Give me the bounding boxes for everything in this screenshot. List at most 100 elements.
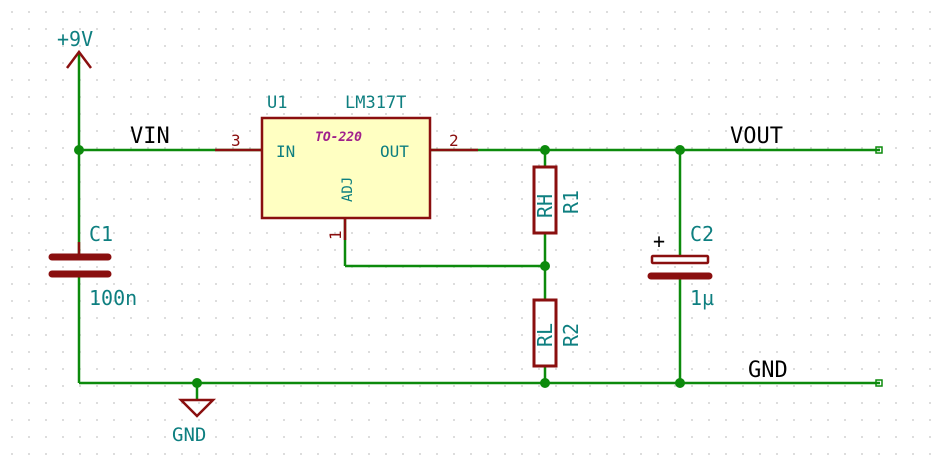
grid-dot [436, 79, 438, 81]
grid-dot [79, 28, 81, 30]
r2-ref: R2 [559, 323, 583, 347]
grid-dot [572, 351, 574, 353]
grid-dot [606, 436, 608, 438]
grid-dot [912, 300, 914, 302]
grid-dot [11, 249, 13, 251]
grid-dot [606, 96, 608, 98]
grid-dot [759, 334, 761, 336]
grid-dot [929, 419, 931, 421]
regulator-body[interactable] [260, 116, 432, 220]
grid-dot [368, 283, 370, 285]
grid-dot [419, 232, 421, 234]
grid-dot [521, 334, 523, 336]
grid-dot [419, 368, 421, 370]
grid-dot [96, 232, 98, 234]
grid-dot [147, 215, 149, 217]
grid-dot [589, 266, 591, 268]
r1-ref: R1 [559, 190, 583, 214]
grid-dot [521, 232, 523, 234]
terminal-vout[interactable] [875, 146, 883, 154]
grid-dot [572, 96, 574, 98]
grid-dot [572, 368, 574, 370]
grid-dot [623, 300, 625, 302]
r2-body[interactable] [532, 298, 558, 368]
grid-dot [504, 11, 506, 13]
grid-dot [113, 79, 115, 81]
grid-dot [793, 79, 795, 81]
grid-dot [725, 436, 727, 438]
grid-dot [844, 215, 846, 217]
r1-body[interactable] [532, 165, 558, 235]
grid-dot [708, 436, 710, 438]
grid-dot [351, 79, 353, 81]
grid-dot [96, 351, 98, 353]
grid-dot [606, 164, 608, 166]
grid-dot [555, 28, 557, 30]
grid-dot [606, 266, 608, 268]
grid-dot [487, 385, 489, 387]
grid-dot [623, 215, 625, 217]
grid-dot [878, 79, 880, 81]
terminal-gnd[interactable] [875, 379, 883, 387]
grid-dot [436, 198, 438, 200]
grid-dot [368, 113, 370, 115]
grid-dot [674, 453, 676, 455]
pin-in-number: 3 [231, 131, 241, 150]
grid-dot [368, 300, 370, 302]
grid-dot [521, 62, 523, 64]
grid-dot [198, 300, 200, 302]
grid-dot [147, 45, 149, 47]
grid-dot [895, 215, 897, 217]
grid-dot [606, 300, 608, 302]
grid-dot [453, 62, 455, 64]
grid-dot [878, 45, 880, 47]
grid-dot [691, 96, 693, 98]
grid-dot [334, 232, 336, 234]
grid-dot [708, 419, 710, 421]
grid-dot [810, 334, 812, 336]
grid-dot [793, 62, 795, 64]
grid-dot [62, 181, 64, 183]
grid-dot [895, 368, 897, 370]
grid-dot [198, 334, 200, 336]
grid-dot [164, 181, 166, 183]
grid-dot [912, 249, 914, 251]
grid-dot [402, 232, 404, 234]
grid-dot [402, 249, 404, 251]
grid-dot [181, 215, 183, 217]
grid-dot [266, 266, 268, 268]
grid-dot [657, 368, 659, 370]
grid-dot [606, 402, 608, 404]
grid-dot [487, 147, 489, 149]
grid-dot [810, 436, 812, 438]
grid-dot [45, 232, 47, 234]
grid-dot [555, 436, 557, 438]
grid-dot [130, 113, 132, 115]
grid-dot [895, 45, 897, 47]
grid-dot [419, 283, 421, 285]
grid-dot [691, 402, 693, 404]
grid-dot [266, 283, 268, 285]
grid-dot [470, 232, 472, 234]
grid-dot [793, 232, 795, 234]
grid-dot [555, 283, 557, 285]
grid-dot [453, 28, 455, 30]
grid-dot [810, 215, 812, 217]
grid-dot [181, 147, 183, 149]
grid-dot [368, 79, 370, 81]
grid-dot [453, 96, 455, 98]
grid-dot [759, 130, 761, 132]
grid-dot [742, 385, 744, 387]
r1-value: RH [533, 194, 557, 218]
grid-dot [232, 436, 234, 438]
grid-dot [691, 45, 693, 47]
grid-dot [742, 266, 744, 268]
grid-dot [674, 28, 676, 30]
grid-dot [572, 215, 574, 217]
grid-dot [912, 368, 914, 370]
grid-dot [844, 147, 846, 149]
grid-dot [181, 164, 183, 166]
grid-dot [470, 368, 472, 370]
gnd-symbol [177, 398, 217, 418]
grid-dot [96, 28, 98, 30]
